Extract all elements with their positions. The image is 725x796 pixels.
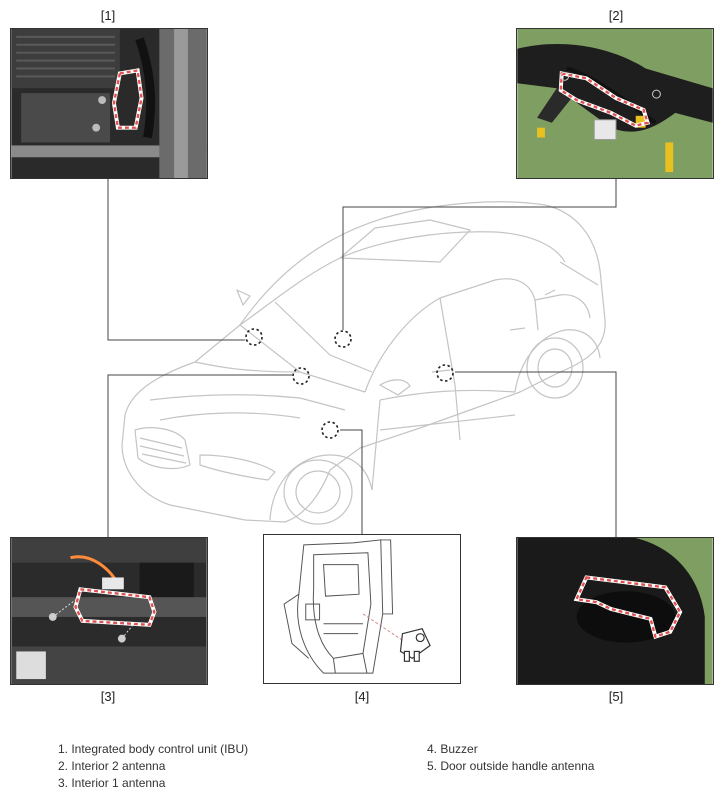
component-photo-icon bbox=[517, 29, 713, 178]
component-photo-icon bbox=[11, 29, 207, 178]
location-marker-icon bbox=[292, 367, 310, 385]
car-outline-icon bbox=[121, 201, 606, 525]
legend-right: 4. Buzzer 5. Door outside handle antenna bbox=[427, 741, 594, 775]
legend-left: 1. Integrated body control unit (IBU) 2.… bbox=[58, 741, 248, 792]
legend-item-interior-1-antenna: 3. Interior 1 antenna bbox=[58, 776, 166, 790]
figure-label-4: [4] bbox=[354, 689, 370, 704]
leader-line-1 bbox=[107, 178, 245, 341]
photo-ibu bbox=[10, 28, 208, 179]
figure-label-5: [5] bbox=[608, 689, 624, 704]
leader-line-5 bbox=[455, 371, 617, 537]
leader-line-2 bbox=[342, 178, 617, 330]
location-marker-icon bbox=[321, 421, 339, 439]
legend-item-interior-2-antenna: 2. Interior 2 antenna bbox=[58, 759, 166, 773]
figure-label-2: [2] bbox=[608, 8, 624, 23]
photo-door-handle-antenna bbox=[516, 537, 714, 685]
photo-interior-2-antenna bbox=[516, 28, 714, 179]
component-photo-icon bbox=[517, 538, 713, 684]
drawing-buzzer bbox=[263, 534, 461, 684]
component-photo-icon bbox=[264, 535, 460, 683]
legend-item-ibu: 1. Integrated body control unit (IBU) bbox=[58, 742, 249, 756]
legend-item-door-handle-antenna: 5. Door outside handle antenna bbox=[427, 759, 595, 773]
leader-line-4 bbox=[340, 429, 363, 537]
legend-item-buzzer: 4. Buzzer bbox=[427, 742, 478, 756]
figure-label-1: [1] bbox=[100, 8, 116, 23]
location-marker-icon bbox=[334, 330, 352, 348]
location-marker-icon bbox=[436, 364, 454, 382]
location-marker-icon bbox=[245, 328, 263, 346]
leader-line-3 bbox=[107, 374, 292, 537]
component-photo-icon bbox=[11, 538, 207, 684]
photo-interior-1-antenna bbox=[10, 537, 208, 685]
figure-label-3: [3] bbox=[100, 689, 116, 704]
